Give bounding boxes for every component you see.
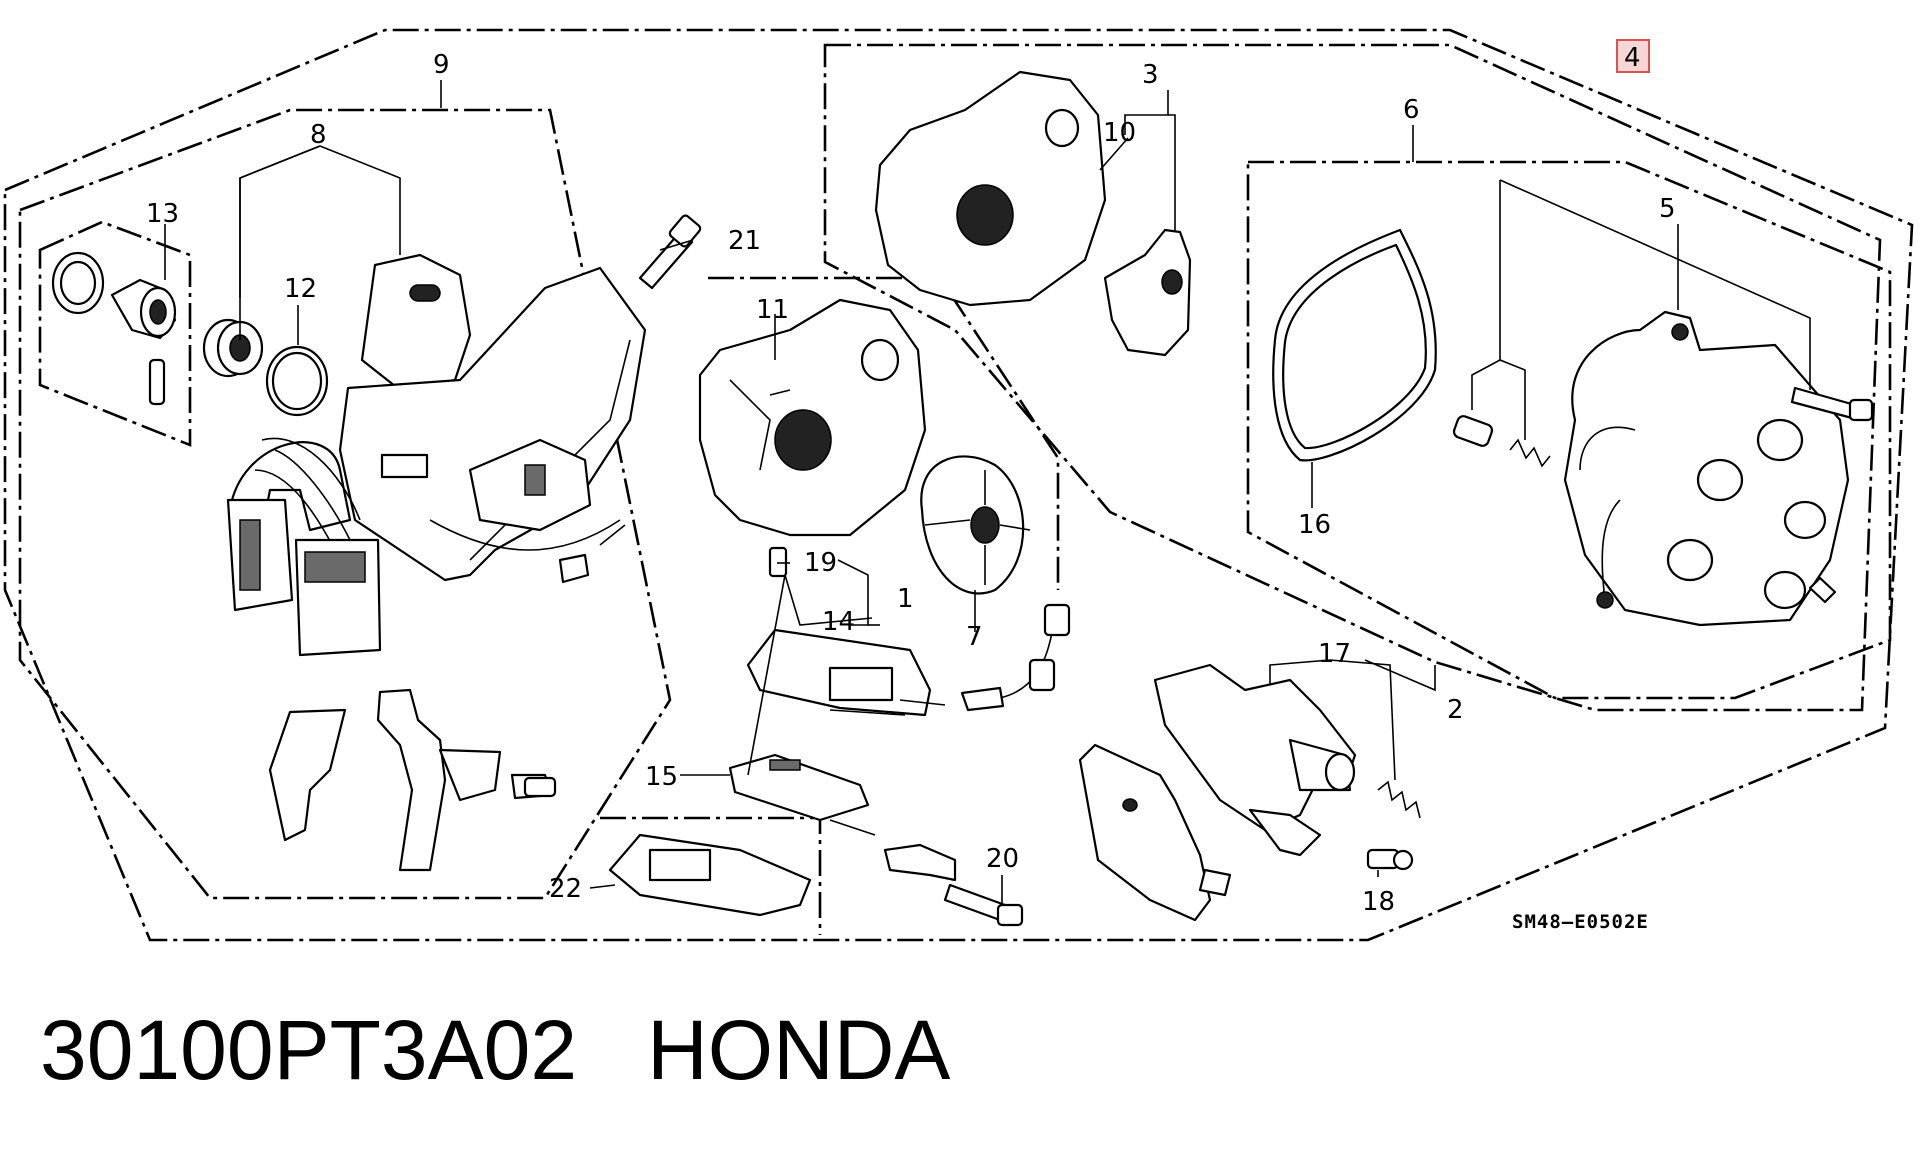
- cap-bolt: [1790, 386, 1874, 422]
- callout-2[interactable]: 2: [1447, 695, 1464, 725]
- igniter-group-border: [708, 276, 1060, 590]
- callout-1[interactable]: 1: [897, 584, 914, 614]
- module-plate-15: [728, 753, 876, 836]
- cap-group-border: [823, 43, 1882, 712]
- cover-10: [874, 70, 1107, 307]
- ignition-coil-17: [1153, 663, 1357, 857]
- seal-kit-border: [38, 220, 192, 447]
- callout-20[interactable]: 20: [986, 844, 1019, 874]
- callout-labels: 1 2 3 5 6 7 8 9 10 11 12 13 14 15 16 17 …: [146, 39, 1676, 933]
- o-ring-part: [265, 345, 329, 417]
- callout-4[interactable]: 4: [1624, 43, 1641, 73]
- callout-12[interactable]: 12: [284, 274, 317, 304]
- inner-cover-11: [698, 298, 927, 537]
- callout-8[interactable]: 8: [310, 120, 327, 150]
- callout-15[interactable]: 15: [645, 762, 678, 792]
- igniter-wire-lead: [960, 603, 1071, 712]
- callout-13[interactable]: 13: [146, 199, 179, 229]
- collar-part: [202, 318, 264, 378]
- reference-code: SM48–E0502E: [1512, 911, 1649, 933]
- callout-21[interactable]: 21: [728, 226, 761, 256]
- coil-bracket-plate: [1078, 743, 1232, 922]
- callout-16[interactable]: 16: [1298, 510, 1331, 540]
- callout-4-highlight-fill: [1618, 41, 1648, 71]
- housing-group-border: [18, 108, 672, 900]
- callout-17[interactable]: 17: [1318, 639, 1351, 669]
- seal-kit-parts: [51, 251, 177, 406]
- gasket-16: [1272, 228, 1437, 462]
- wiring-bracket: [268, 688, 557, 872]
- igniter-14: [746, 628, 946, 717]
- module-22: [608, 833, 812, 917]
- brand-name: HONDA: [647, 1003, 951, 1097]
- distributor-cap-5: [1563, 310, 1850, 627]
- callout-5[interactable]: 5: [1659, 194, 1676, 224]
- cap-assembly-border: [1246, 160, 1892, 700]
- bolt-21: [638, 214, 702, 290]
- carbon-brush-spring: [1452, 415, 1551, 468]
- callout-6[interactable]: 6: [1403, 95, 1420, 125]
- callout-18[interactable]: 18: [1362, 887, 1395, 917]
- callout-9[interactable]: 9: [433, 50, 450, 80]
- clip-and-bolt-20: [883, 843, 1024, 927]
- leader-lines: [164, 80, 1811, 905]
- spring-and-terminal-18: [1366, 780, 1421, 871]
- callout-19[interactable]: 19: [804, 548, 837, 578]
- callout-7[interactable]: 7: [966, 622, 983, 652]
- callout-3[interactable]: 3: [1142, 60, 1159, 90]
- callout-10[interactable]: 10: [1103, 118, 1136, 148]
- callout-11[interactable]: 11: [756, 295, 789, 325]
- callout-4-highlight-box: [1616, 39, 1650, 73]
- part-number: 30100PT3A02: [40, 1003, 578, 1097]
- rotor-3: [1103, 228, 1192, 357]
- distributor-housing: [226, 253, 647, 657]
- callout-22[interactable]: 22: [549, 874, 582, 904]
- rotor-7: [920, 455, 1031, 595]
- parts-diagram: 1 2 3 5 6 7 8 9 10 11 12 13 14 15 16 17 …: [3, 28, 1914, 942]
- outer-assembly-border: [3, 28, 1914, 942]
- screw-19: [768, 546, 788, 578]
- callout-14[interactable]: 14: [822, 607, 855, 637]
